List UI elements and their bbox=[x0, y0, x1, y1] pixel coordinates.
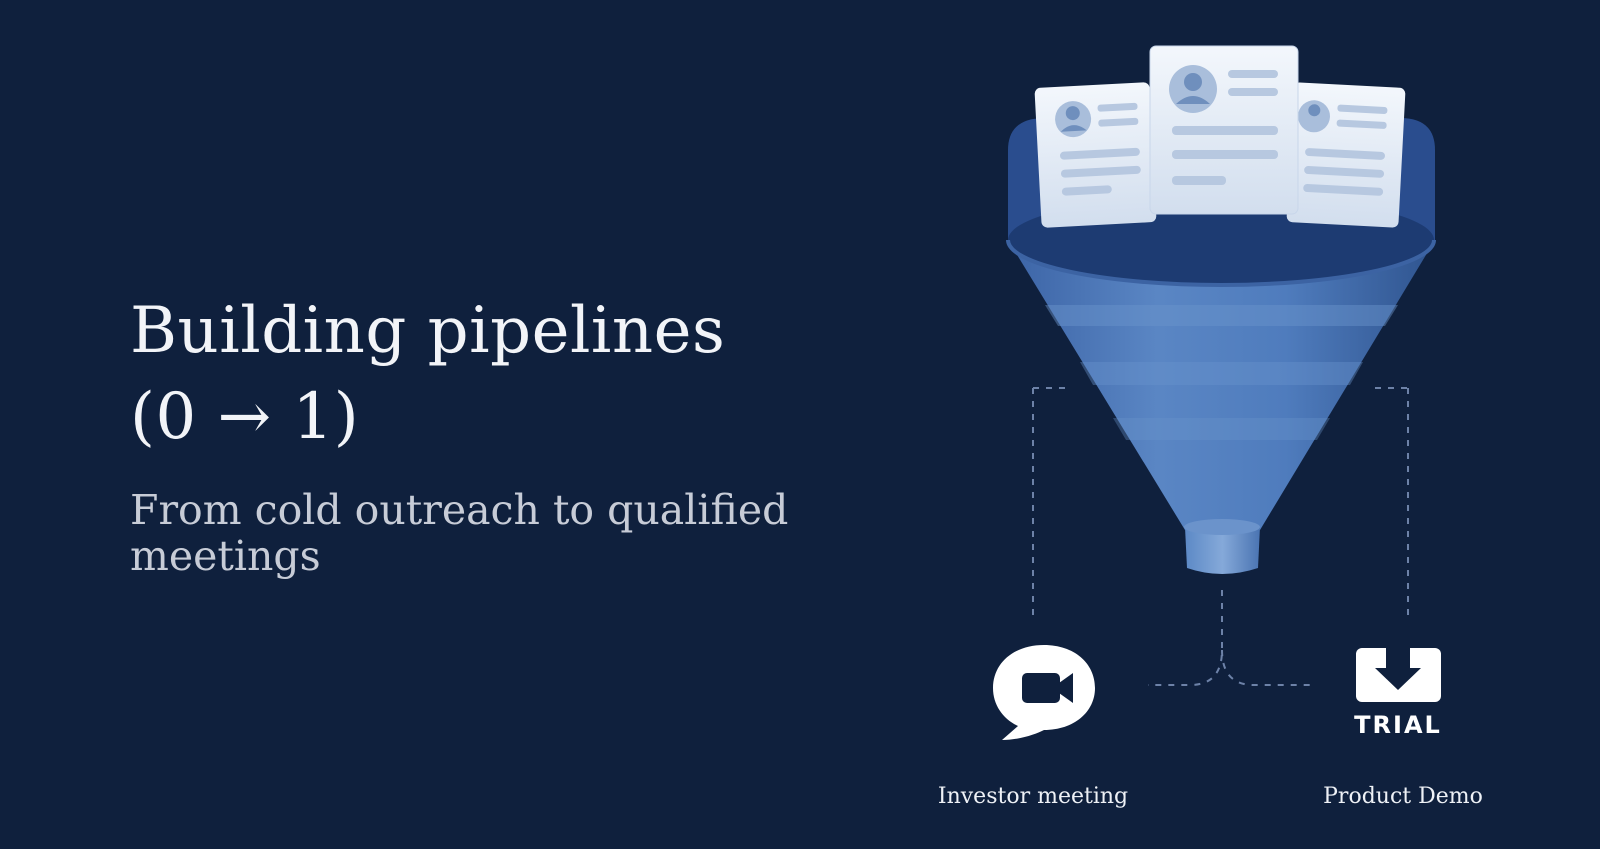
profile-card-left bbox=[1034, 82, 1157, 228]
subtitle: From cold outreach to qualified meetings bbox=[130, 486, 789, 580]
product-demo-caption: Product Demo bbox=[1323, 784, 1483, 809]
download-trial-icon: TRIAL bbox=[1354, 648, 1442, 739]
video-chat-bubble-icon bbox=[993, 645, 1095, 740]
profile-card-center bbox=[1149, 45, 1299, 215]
headline: Building pipelines (0 → 1) bbox=[130, 288, 725, 460]
investor-meeting-caption: Investor meeting bbox=[937, 784, 1129, 809]
headline-line-1: Building pipelines bbox=[130, 294, 726, 368]
profile-card-right bbox=[1286, 82, 1406, 228]
headline-line-2: (0 → 1) bbox=[130, 380, 360, 454]
trial-label: TRIAL bbox=[1354, 711, 1442, 739]
